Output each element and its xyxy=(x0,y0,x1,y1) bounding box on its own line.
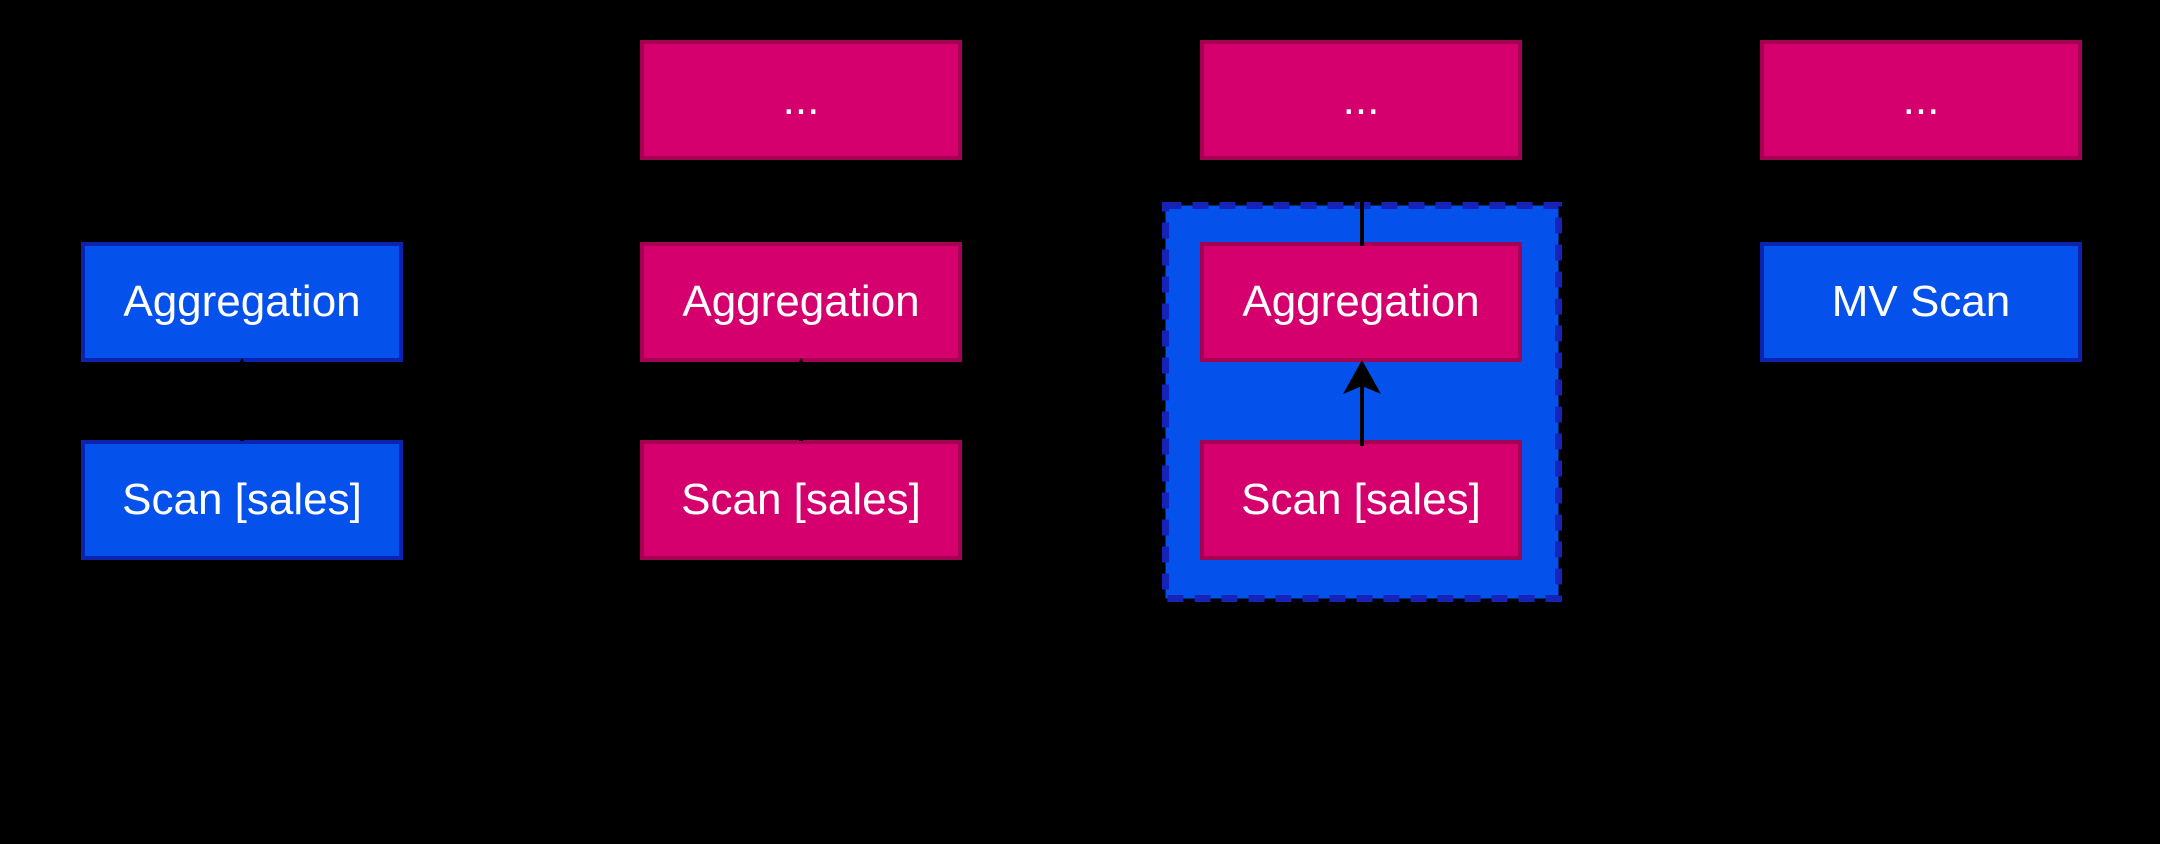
plan4-parent-label: ... xyxy=(1902,75,1940,124)
plan3-parent-label: ... xyxy=(1342,75,1380,124)
plan3-parent-node: ... xyxy=(1200,40,1522,160)
plan3-scan-node: Scan [sales] xyxy=(1200,440,1522,560)
plan2-aggregation-label: Aggregation xyxy=(682,277,920,326)
plan2-scan-node: Scan [sales] xyxy=(640,440,962,560)
plan2-parent-label: ... xyxy=(782,75,820,124)
plan4-mv-scan-node: MV Scan xyxy=(1760,242,2082,362)
plan1-scan-label: Scan [sales] xyxy=(122,475,362,524)
plan1-aggregation-node: Aggregation xyxy=(81,242,403,362)
plan3-aggregation-label: Aggregation xyxy=(1242,277,1480,326)
plan3-aggregation-node: Aggregation xyxy=(1200,242,1522,362)
plan1-scan-node: Scan [sales] xyxy=(81,440,403,560)
plan1-aggregation-label: Aggregation xyxy=(123,277,361,326)
plan2-scan-label: Scan [sales] xyxy=(681,475,921,524)
plan4-parent-node: ... xyxy=(1760,40,2082,160)
plan2-parent-node: ... xyxy=(640,40,962,160)
plan4-mv-scan-label: MV Scan xyxy=(1831,277,2011,326)
plan3-scan-label: Scan [sales] xyxy=(1241,475,1481,524)
plan2-aggregation-node: Aggregation xyxy=(640,242,962,362)
